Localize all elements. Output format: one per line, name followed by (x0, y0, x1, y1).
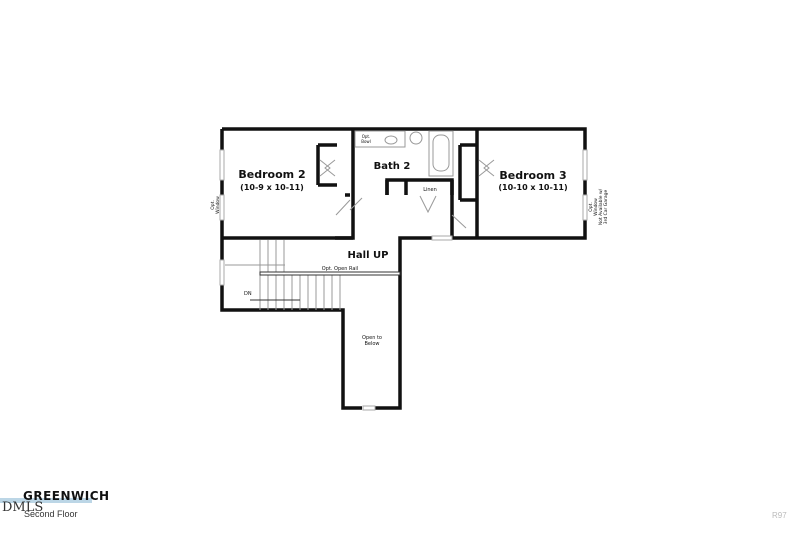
watermark-logo: DMLS (2, 500, 44, 515)
bedroom2-size: (10-9 x 10-11) (240, 183, 304, 192)
open-rail-label: Opt. Open Rail (322, 266, 358, 272)
open-to-below-1: Open to (362, 335, 382, 341)
opt-window-left-2: Window (215, 196, 221, 214)
plan-code: R97 (772, 511, 787, 520)
opt-window-right-4: 3rd Car Garage (603, 189, 609, 224)
watermark-bar (0, 498, 92, 503)
opt-window-left-1: Opt. (210, 200, 216, 210)
opt-window-right-2: Window (593, 198, 599, 216)
opt-bowl-1: Opt. (362, 134, 371, 139)
hall-name: Hall UP (348, 250, 389, 261)
opt-bowl-2: Bowl (361, 139, 371, 144)
open-rail (259, 271, 401, 276)
opt-window-right-1: Opt. (588, 202, 594, 212)
linen-label: Linen (423, 187, 437, 193)
brand-name: GREENWICH (23, 489, 110, 503)
bedroom3-size: (10-10 x 10-11) (498, 183, 567, 192)
open-to-below-2: Below (364, 341, 379, 347)
bedroom3-name: Bedroom 3 (499, 169, 566, 182)
bath2-name: Bath 2 (374, 161, 411, 172)
bedroom2-name: Bedroom 2 (238, 168, 305, 181)
walls (220, 127, 587, 410)
stairs-dn: DN (244, 291, 252, 297)
windows (219, 149, 588, 411)
opt-window-right-3: Not Available w/ (598, 188, 604, 225)
floor-label: Second Floor (24, 509, 78, 519)
